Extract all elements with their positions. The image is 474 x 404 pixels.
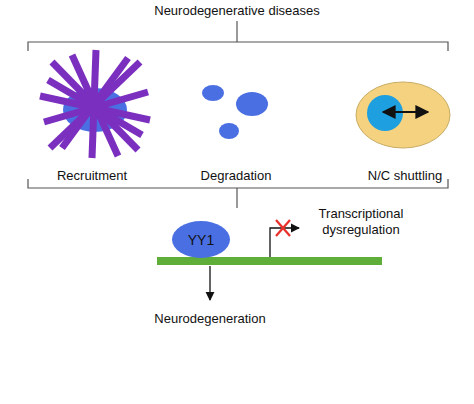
diagram-title: Neurodegenerative diseases xyxy=(0,3,474,19)
text-label: Neurodegeneration xyxy=(120,311,300,327)
protein-fragment xyxy=(236,92,268,116)
protein-fragment xyxy=(219,123,239,139)
dna-strand xyxy=(157,257,382,265)
text-label: Recruitment xyxy=(32,168,152,184)
protein-fragment xyxy=(202,85,224,101)
protein-ellipse: YY1 xyxy=(172,221,230,258)
bracket xyxy=(28,42,448,51)
text-label: N/C shuttling xyxy=(345,168,465,184)
connector-line xyxy=(236,21,237,42)
cell-body xyxy=(356,82,450,148)
text-label: Degradation xyxy=(176,168,296,184)
result-arrow xyxy=(209,266,210,300)
node-label: YY1 xyxy=(188,232,214,248)
fibril-bundle xyxy=(40,50,150,158)
connector-line xyxy=(236,188,237,208)
shuttle-arrow xyxy=(383,111,428,113)
transcription-arrow xyxy=(270,228,299,257)
block-cross xyxy=(276,220,290,236)
text-label: Transcriptional dysregulation xyxy=(302,206,420,238)
